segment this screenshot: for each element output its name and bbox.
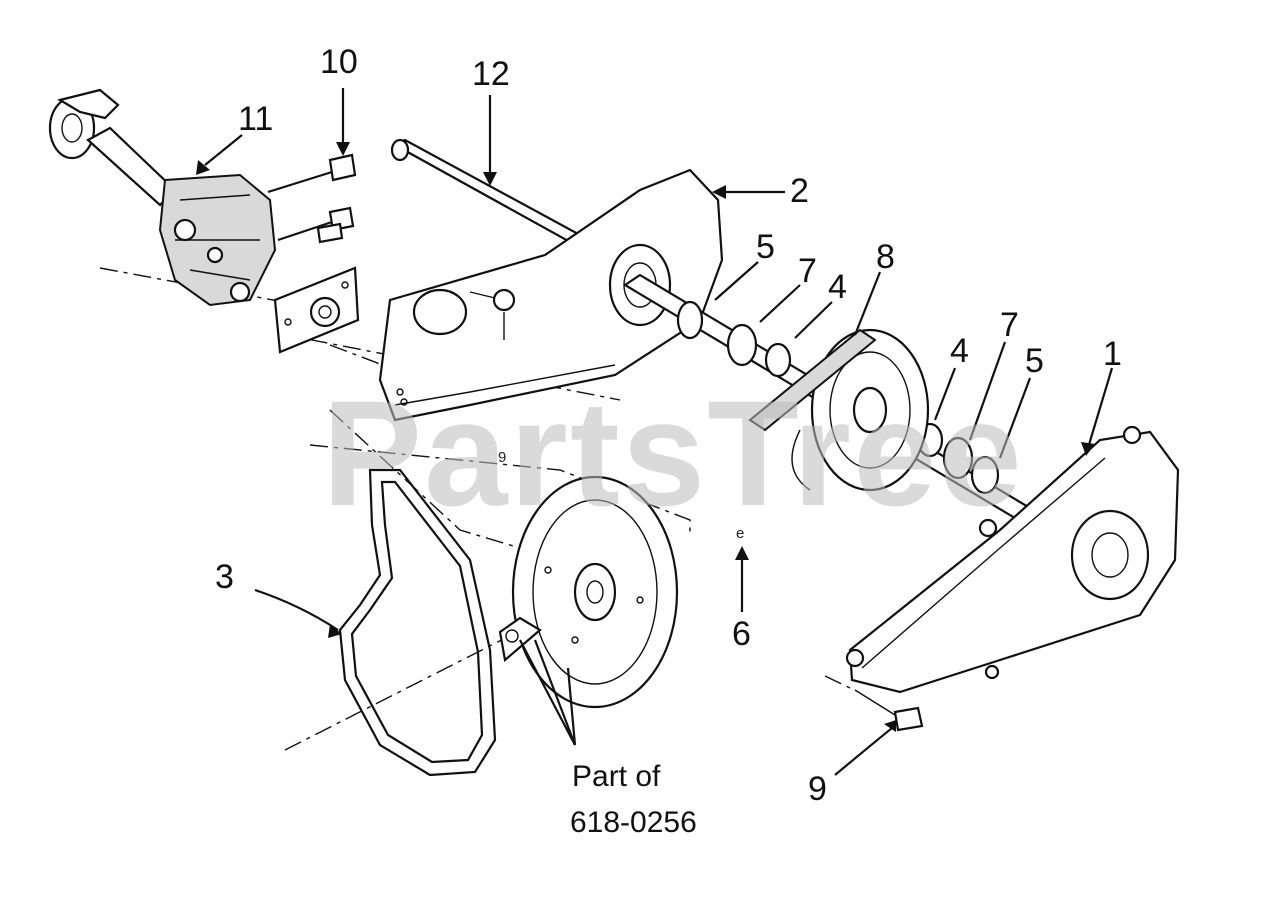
callout-10: 10 [320,43,358,81]
part-12-cross-shaft [390,138,583,244]
callout-6: 6 [732,615,751,653]
callout-9-lower: 9 [808,770,827,808]
callout-12: 12 [472,55,510,93]
watermark-text: PartsTree [322,369,1024,537]
leader-lines [196,88,1114,776]
part-10-bolts [267,153,357,244]
callout-5-lower: 5 [1025,342,1044,380]
callout-labels: 10 12 11 2 5 7 4 8 4 7 5 1 3 6 e 9 9 [215,43,1122,808]
callout-7-lower: 7 [1000,306,1019,344]
callout-4-upper: 4 [828,268,847,306]
note-line-1: Part of [572,760,661,793]
note-line-2: 618-0256 [570,806,697,839]
callout-1: 1 [1103,335,1122,373]
callout-7-upper: 7 [798,252,817,290]
callout-4-lower: 4 [950,332,969,370]
part-3-v-belt [338,468,497,777]
part-9-small-bolt [469,288,516,340]
part-11-lever-assembly [48,88,277,307]
part-2-frame-plate [378,168,724,422]
callout-5-upper: 5 [756,228,775,266]
part-of-note: Part of 618-0256 [570,760,697,839]
hub-plate [273,266,360,354]
part-1-chain-case [845,425,1180,694]
callout-2: 2 [790,172,809,210]
drive-pulley [498,475,679,709]
callout-6-small: e [736,525,744,542]
callout-11: 11 [238,100,273,138]
part-8-sprocket-chain [748,328,930,492]
part-9-case-bolt [854,689,924,732]
callout-8: 8 [876,238,895,276]
callout-3: 3 [215,558,234,596]
callout-9-small: 9 [498,449,506,466]
